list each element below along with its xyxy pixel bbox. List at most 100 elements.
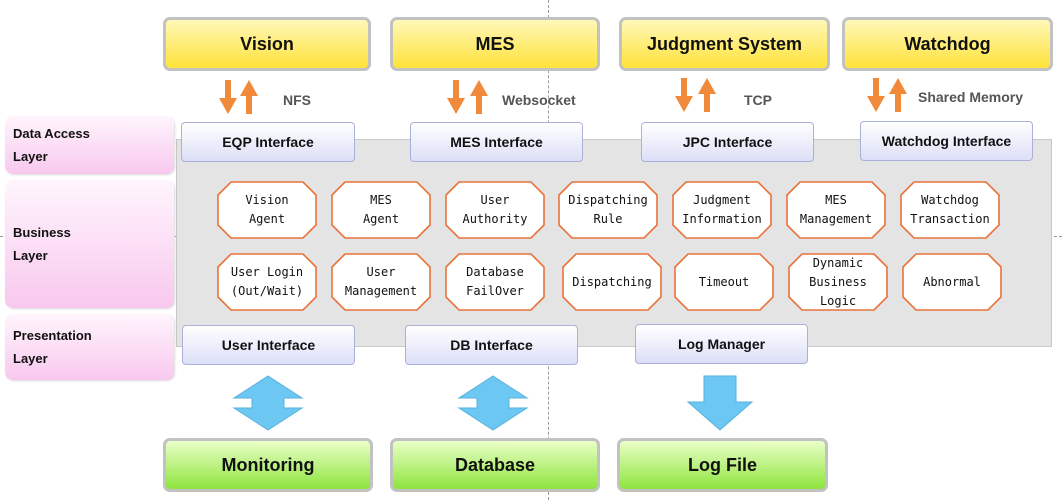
module-text: MES Agent <box>331 181 431 239</box>
module-text-line: Dynamic <box>812 255 864 270</box>
vision-up-arrow-icon <box>240 80 258 114</box>
module-text: Timeout <box>674 253 774 311</box>
monitoring-box: Monitoring <box>163 438 373 492</box>
module-octagon-shape <box>902 253 1002 311</box>
data-access-layer-label: Data Access Layer <box>5 116 174 174</box>
module-text-line: Abnormal <box>923 274 981 289</box>
module-octagon-shape <box>788 253 888 311</box>
module-text-line: Management <box>344 284 418 298</box>
module-text-line: MES <box>370 193 392 207</box>
business-row2-module-0: User Login (Out/Wait) <box>217 253 317 311</box>
module-text-line: Logic <box>819 293 857 308</box>
logfile-down-arrow-icon <box>686 375 754 431</box>
module-text-line: Judgment <box>693 193 751 207</box>
module-text-line: Transaction <box>910 212 990 226</box>
architecture-panel <box>176 139 1052 347</box>
jpc-interface-box: JPC Interface <box>641 122 814 162</box>
business-layer-label: Business Layer <box>5 180 174 308</box>
watchdog-down-arrow-icon <box>867 78 885 112</box>
layer-title-line1: Presentation <box>13 328 92 343</box>
mes-interface-box: MES Interface <box>410 122 583 162</box>
mes-down-arrow-icon <box>447 80 465 114</box>
vision-down-arrow-icon <box>219 80 237 114</box>
module-text-line: Timeout <box>698 274 750 289</box>
judgment-system-label: Judgment System <box>646 33 803 54</box>
module-text-line: Rule <box>593 212 623 226</box>
module-text-line: Authority <box>462 212 528 226</box>
nfs-label: NFS <box>283 92 311 108</box>
log-file-box: Log File <box>617 438 828 492</box>
mes-up-arrow-icon <box>470 80 488 114</box>
module-octagon-shape <box>562 253 662 311</box>
module-text-line: User <box>366 265 396 279</box>
watchdog-system-box: Watchdog <box>842 17 1053 71</box>
module-octagon-shape <box>558 181 658 239</box>
tcp-label: TCP <box>744 92 772 108</box>
module-text: Abnormal <box>902 253 1002 311</box>
module-text-line: Agent <box>362 212 400 226</box>
module-text-line: User <box>480 193 510 207</box>
module-text: MES Management <box>786 181 886 239</box>
module-octagon-shape <box>674 253 774 311</box>
module-octagon-shape <box>786 181 886 239</box>
shared-memory-label: Shared Memory <box>918 89 1024 105</box>
database-box: Database <box>390 438 600 492</box>
layer-title-line2: Layer <box>13 351 48 366</box>
monitoring-double-arrow-icon <box>232 375 304 431</box>
module-text-line: Vision <box>245 193 289 207</box>
module-octagon-shape <box>331 253 431 311</box>
business-row1-module-1: MES Agent <box>331 181 431 239</box>
module-text-line: Management <box>799 212 873 226</box>
module-text-line: (Out/Wait) <box>230 284 304 298</box>
module-text-line: Database <box>466 265 524 279</box>
blue-arrows <box>232 375 754 431</box>
mes-label: MES <box>475 33 515 54</box>
layer-title-line1: Business <box>13 225 71 240</box>
module-text-line: Dispatching <box>568 193 648 207</box>
module-text-line: Information <box>682 212 762 226</box>
jpc-up-arrow-icon <box>698 78 716 112</box>
database-label: Database <box>454 454 536 475</box>
watchdog-interface-box: Watchdog Interface <box>860 121 1033 161</box>
module-text-line: FailOver <box>466 284 524 298</box>
business-row2-module-4: Timeout <box>674 253 774 311</box>
module-octagon-shape <box>445 181 545 239</box>
db-interface-box: DB Interface <box>405 325 578 365</box>
business-row2-module-3: Dispatching <box>562 253 662 311</box>
mes-system-box: MES <box>390 17 600 71</box>
watchdog-label: Watchdog <box>904 33 991 54</box>
module-text-line: User Login <box>230 265 304 279</box>
layer-title-line2: Layer <box>13 149 48 164</box>
judgment-system-box: Judgment System <box>619 17 830 71</box>
jpc-down-arrow-icon <box>675 78 693 112</box>
module-text: Dispatching <box>562 253 662 311</box>
module-text-line: MES <box>825 193 847 207</box>
module-text: User Login (Out/Wait) <box>217 253 317 311</box>
eqp-interface-box: EQP Interface <box>181 122 355 162</box>
vision-label: Vision <box>240 33 294 54</box>
database-double-arrow-icon <box>457 375 529 431</box>
orange-arrows <box>219 78 907 114</box>
log-file-label: Log File <box>688 454 757 475</box>
module-octagon-shape <box>331 181 431 239</box>
module-text-line: Watchdog <box>921 193 979 207</box>
layer-title-line1: Data Access <box>13 126 90 141</box>
module-text-line: Business <box>809 274 867 289</box>
watchdog-up-arrow-icon <box>889 78 907 112</box>
module-text-line: Dispatching <box>572 274 652 289</box>
